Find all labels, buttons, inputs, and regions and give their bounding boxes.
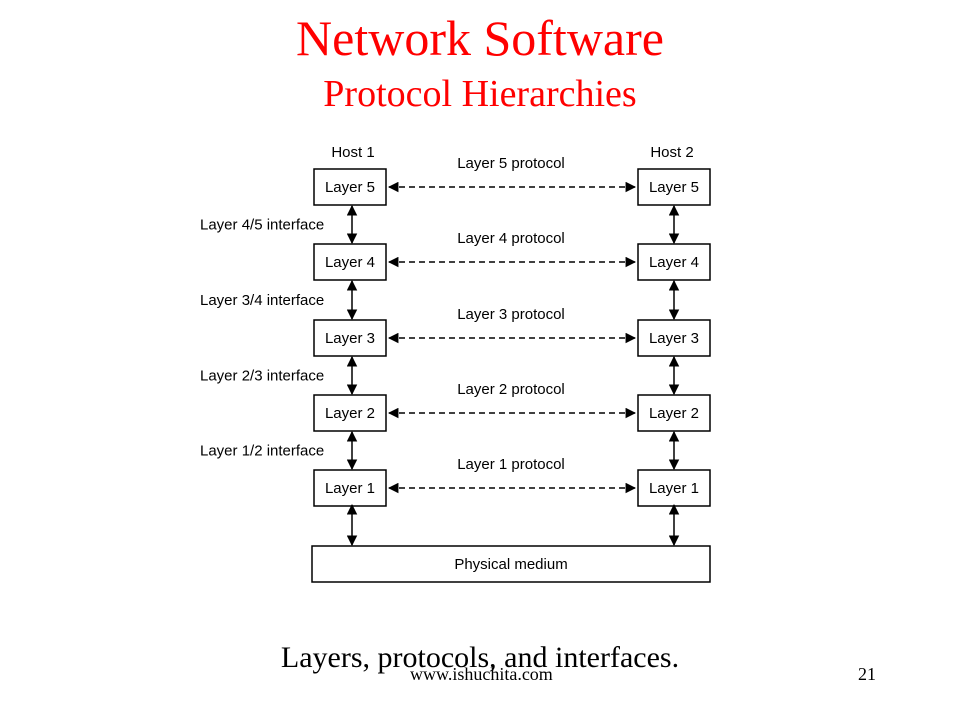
- host-2-label: Host 2: [650, 144, 693, 161]
- host-2-layer-1-box: [637, 469, 711, 507]
- host-1-layer-3-label: Layer 3: [325, 330, 375, 347]
- layer-4-row: Layer 4 Layer 4 Layer 4 protocol: [313, 230, 711, 281]
- host-2-layer-5-label: Layer 5: [649, 179, 699, 196]
- host-1-layer-4-box: [313, 243, 387, 281]
- slide-title: Network Software: [296, 10, 664, 66]
- interface-4-5: Layer 4/5 interface: [200, 204, 680, 245]
- host-1-label: Host 1: [331, 144, 374, 161]
- host-1-layer-2-label: Layer 2: [325, 405, 375, 422]
- interface-3-4: Layer 3/4 interface: [200, 279, 680, 321]
- layer-1-protocol-label: Layer 1 protocol: [457, 456, 565, 473]
- host-2-layer-2-box: [637, 394, 711, 432]
- layer-2-protocol-label: Layer 2 protocol: [457, 381, 565, 398]
- host-2-layer-5-box: [637, 168, 711, 206]
- footer-url: www.ishuchita.com: [410, 664, 553, 684]
- layer-5-row: Layer 5 Layer 5 Layer 5 protocol: [313, 155, 711, 206]
- interface-4-5-label: Layer 4/5 interface: [200, 217, 324, 234]
- slide-subtitle: Protocol Hierarchies: [323, 73, 637, 115]
- interface-1-2: Layer 1/2 interface: [200, 430, 680, 471]
- layer-3-row: Layer 3 Layer 3 Layer 3 protocol: [313, 306, 711, 357]
- host-2-layer-4-label: Layer 4: [649, 254, 699, 271]
- host-1-layer-4-label: Layer 4: [325, 254, 375, 271]
- host-1-layer-1-label: Layer 1: [325, 480, 375, 497]
- interface-3-4-label: Layer 3/4 interface: [200, 292, 324, 309]
- page-number: 21: [858, 664, 876, 684]
- layer-3-protocol-label: Layer 3 protocol: [457, 306, 565, 323]
- physical-medium-label: Physical medium: [454, 556, 567, 573]
- layer-5-protocol-label: Layer 5 protocol: [457, 155, 565, 172]
- layer-2-row: Layer 2 Layer 2 Layer 2 protocol: [313, 381, 711, 432]
- host-2-layer-3-label: Layer 3: [649, 330, 699, 347]
- host-1-layer-1-box: [313, 469, 387, 507]
- interface-2-3-label: Layer 2/3 interface: [200, 368, 324, 385]
- physical-medium-box: [311, 545, 711, 583]
- host-2-layer-1-label: Layer 1: [649, 480, 699, 497]
- layer-4-protocol-label: Layer 4 protocol: [457, 230, 565, 247]
- layer-1-row: Layer 1 Layer 1 Layer 1 protocol: [313, 456, 711, 507]
- slide-caption: Layers, protocols, and interfaces.: [280, 641, 680, 674]
- host-1-layer-5-label: Layer 5: [325, 179, 375, 196]
- interface-2-3: Layer 2/3 interface: [200, 355, 680, 396]
- interface-1-2-label: Layer 1/2 interface: [200, 443, 324, 460]
- host-2-layer-2-label: Layer 2: [649, 405, 699, 422]
